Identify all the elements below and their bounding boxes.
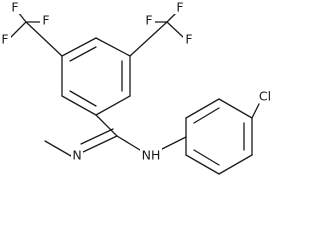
bond-ring1-a — [61, 37, 97, 57]
bond-ring1-inner-3 — [69, 90, 97, 107]
bond-ring2-e — [218, 154, 253, 175]
atom-cl: Cl — [256, 89, 274, 104]
bond-cf3-left-ring — [25, 21, 63, 57]
atom-f-5: F — [143, 13, 155, 28]
atom-label-f-3: F — [42, 13, 49, 28]
atom-nh-amine: NH — [140, 148, 162, 163]
atom-label-f-6: F — [185, 32, 192, 47]
atom-label-f-5: F — [145, 13, 152, 28]
bonds-layer — [10, 11, 260, 175]
bond-ring1-b — [95, 37, 131, 57]
bond-imine-2 — [80, 128, 114, 145]
bond-ring2-cl — [251, 103, 260, 119]
atom-label-f-2: F — [1, 32, 8, 47]
atom-label-n: N — [72, 148, 81, 163]
bond-ring1-inner-1 — [69, 46, 97, 62]
bond-amidine-nh — [116, 135, 141, 151]
bond-cf3-right-f6 — [166, 21, 184, 38]
structure-diagram: F F F F F F N — [0, 0, 274, 175]
bond-imine-1 — [82, 135, 118, 153]
atom-f-3: F — [40, 13, 52, 28]
bond-ring2-inner-3 — [193, 149, 220, 166]
atom-label-f-1: F — [11, 0, 18, 15]
bond-ring2-c — [218, 98, 253, 119]
atom-label-cl: Cl — [259, 89, 271, 104]
atom-f-4: F — [174, 0, 186, 15]
atom-f-2: F — [0, 32, 11, 47]
atom-label-nh: NH — [142, 148, 161, 163]
atom-f-1: F — [9, 0, 21, 15]
bond-n-methyl — [44, 140, 72, 157]
atom-f-6: F — [183, 32, 195, 47]
bond-nh-ring2 — [161, 136, 187, 150]
bond-ring1-e — [61, 95, 97, 116]
bond-cf3-right-ring — [129, 21, 168, 57]
bond-ring-amidine — [95, 114, 118, 137]
bond-ring2-b — [185, 98, 220, 119]
molecule-drawing: F F F F F F N — [0, 0, 274, 175]
atom-n-imine: N — [71, 148, 83, 163]
bond-ring1-d — [95, 95, 131, 116]
bond-ring2-inner-1 — [193, 107, 220, 124]
bond-ring2-f — [185, 154, 220, 175]
atom-labels-layer: F F F F F F N — [0, 0, 274, 163]
bond-cf3-left-f2 — [10, 21, 27, 38]
atom-label-f-4: F — [176, 0, 183, 15]
